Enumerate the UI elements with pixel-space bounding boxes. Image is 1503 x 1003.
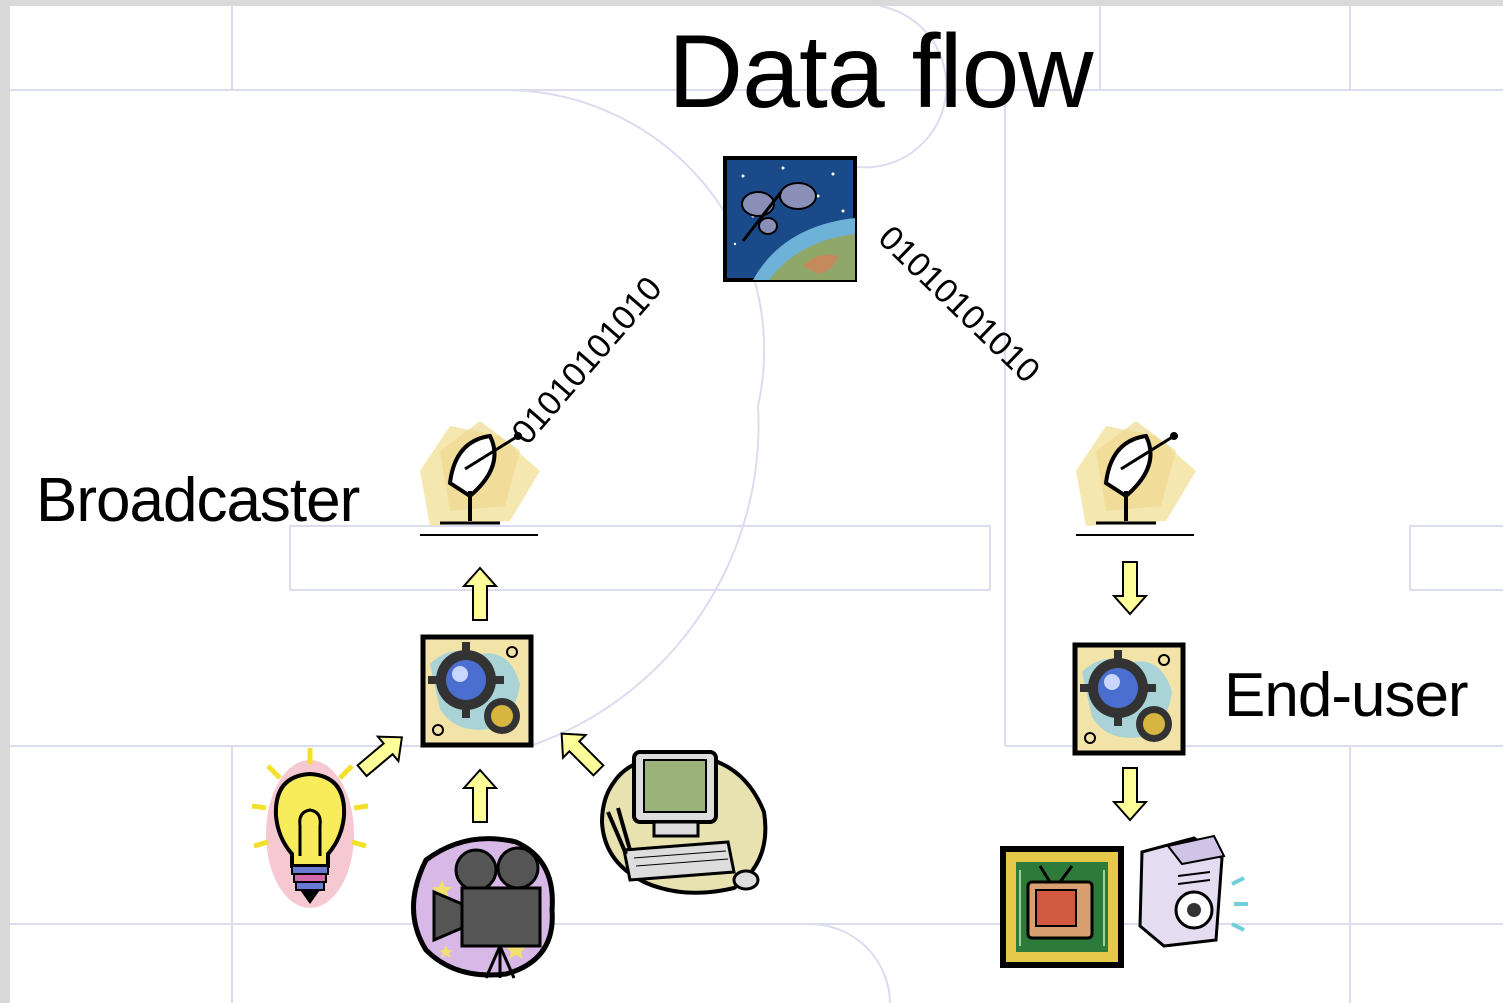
arrow-upleft-icon [560, 732, 605, 777]
background-pattern [10, 6, 1503, 1003]
satellite-icon [723, 156, 857, 282]
movie-camera-icon [411, 836, 555, 979]
speaker-icon [1138, 834, 1248, 948]
broadcaster-label: Broadcaster [36, 466, 360, 535]
television-icon [1000, 846, 1124, 968]
arrow-upright-icon [356, 735, 404, 778]
decoder-gears-icon [1072, 642, 1186, 756]
arrow-down-icon [1112, 767, 1148, 822]
arrow-up-icon [462, 566, 498, 621]
slide: Data flow Broadcaster End-user 010101010… [10, 6, 1503, 1003]
enduser-label: End-user [1224, 661, 1469, 730]
computer-icon [599, 750, 768, 895]
broadcast-dish-icon [420, 421, 540, 536]
lightbulb-icon [251, 748, 369, 908]
receiver-dish-icon [1076, 421, 1196, 536]
encoder-gears-icon [420, 634, 534, 748]
arrow-down-icon [1112, 561, 1148, 616]
slide-title: Data flow [668, 14, 1094, 130]
arrow-up-icon [462, 768, 498, 823]
